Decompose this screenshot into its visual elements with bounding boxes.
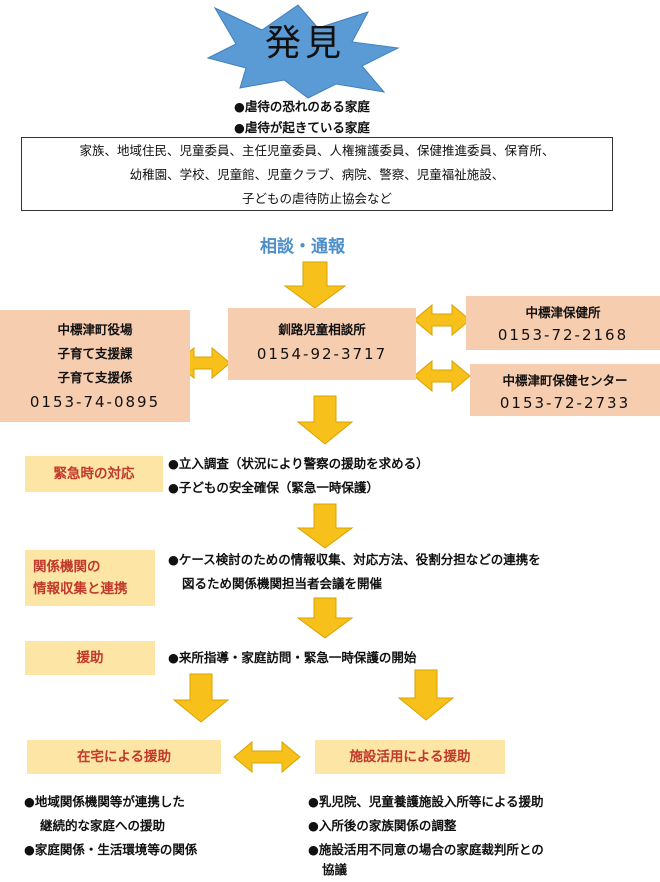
home-support-item-3: ●家庭関係・生活環境等の関係 <box>24 842 198 857</box>
reporters-line-3: 子どもの虐待防止協会など <box>241 191 392 206</box>
health-center-box: 中標津町保健センター 0153-72-2733 <box>470 364 660 416</box>
facility-support-item-3: ●施設活用不同意の場合の家庭裁判所との <box>308 842 544 857</box>
town-office-line-1: 中標津町役場 <box>57 322 133 337</box>
child-center-name: 釧路児童相談所 <box>278 322 366 337</box>
child-center-phone: 0154-92-3717 <box>256 345 388 363</box>
reporters-line-2: 幼稚園、学校、児童館、児童クラブ、病院、警察、児童福祉施設、 <box>129 167 505 182</box>
discovery-bullet-1: ●虐待の恐れのある家庭 <box>234 99 370 114</box>
health-office-name: 中標津保健所 <box>525 305 601 320</box>
emergency-item-2: ●子どもの安全確保（緊急一時保護） <box>168 480 379 495</box>
facility-support-item-2: ●入所後の家族関係の調整 <box>308 818 457 833</box>
support-item: ●来所指導・家庭訪問・緊急一時保護の開始 <box>168 650 417 665</box>
town-office-box: 中標津町役場 子育て支援課 子育て支援係 0153-74-0895 <box>0 310 190 422</box>
reporters-line-1: 家族、地域住民、児童委員、主任児童委員、人権擁護委員、保健推進委員、保育所、 <box>79 143 555 158</box>
town-office-line-2: 子育て支援課 <box>57 346 133 361</box>
facility-support-item-4: 協議 <box>322 862 348 877</box>
cooperation-item-2: 図るため関係機関担当者会議を開催 <box>182 576 383 591</box>
arrow-down-consult <box>283 261 347 309</box>
facility-support-item-1: ●乳児院、児童養護施設入所等による援助 <box>308 794 544 809</box>
arrow-down-facility <box>397 669 455 721</box>
health-center-name: 中標津町保健センター <box>502 373 628 388</box>
health-office-box: 中標津保健所 0153-72-2168 <box>466 296 660 350</box>
discovery-bullet-2: ●虐待が起きている家庭 <box>234 120 370 135</box>
child-center-box: 釧路児童相談所 0154-92-3717 <box>228 308 416 380</box>
health-center-phone: 0153-72-2733 <box>499 394 631 412</box>
arrow-down-support <box>296 597 354 639</box>
emergency-label: 緊急時の対応 <box>25 456 163 492</box>
town-office-phone: 0153-74-0895 <box>29 393 161 411</box>
burst-star-icon <box>206 4 400 99</box>
arrow-down-emergency <box>296 395 354 445</box>
discovery-title: 発見 <box>264 23 345 64</box>
home-support-item-2: 継続的な家庭への援助 <box>40 818 166 833</box>
cooperation-item-1: ●ケース検討のための情報収集、対応方法、役割分担などの連携を <box>168 552 541 567</box>
health-office-phone: 0153-72-2168 <box>497 326 629 344</box>
home-support-item-1: ●地域関係機関等が連携した <box>24 794 185 809</box>
arrow-double-lower-right <box>413 359 471 393</box>
emergency-item-1: ●立入調査（状況により警察の援助を求める） <box>168 456 429 471</box>
reporters-box: 家族、地域住民、児童委員、主任児童委員、人権擁護委員、保健推進委員、保育所、 幼… <box>21 137 613 211</box>
cooperation-label-line-2: 情報収集と連携 <box>33 581 128 597</box>
arrow-down-home <box>172 673 230 723</box>
support-label: 援助 <box>25 641 155 675</box>
consult-label: 相談・通報 <box>260 237 345 257</box>
cooperation-label: 関係機関の 情報収集と連携 <box>25 550 155 606</box>
cooperation-label-line-1: 関係機関の <box>33 559 101 575</box>
town-office-line-3: 子育て支援係 <box>57 370 133 385</box>
arrow-double-bottom <box>233 740 301 774</box>
arrow-down-cooperation <box>296 503 354 549</box>
arrow-double-upper-right <box>413 303 471 337</box>
facility-support-label: 施設活用による援助 <box>315 740 505 774</box>
home-support-label: 在宅による援助 <box>27 740 221 774</box>
